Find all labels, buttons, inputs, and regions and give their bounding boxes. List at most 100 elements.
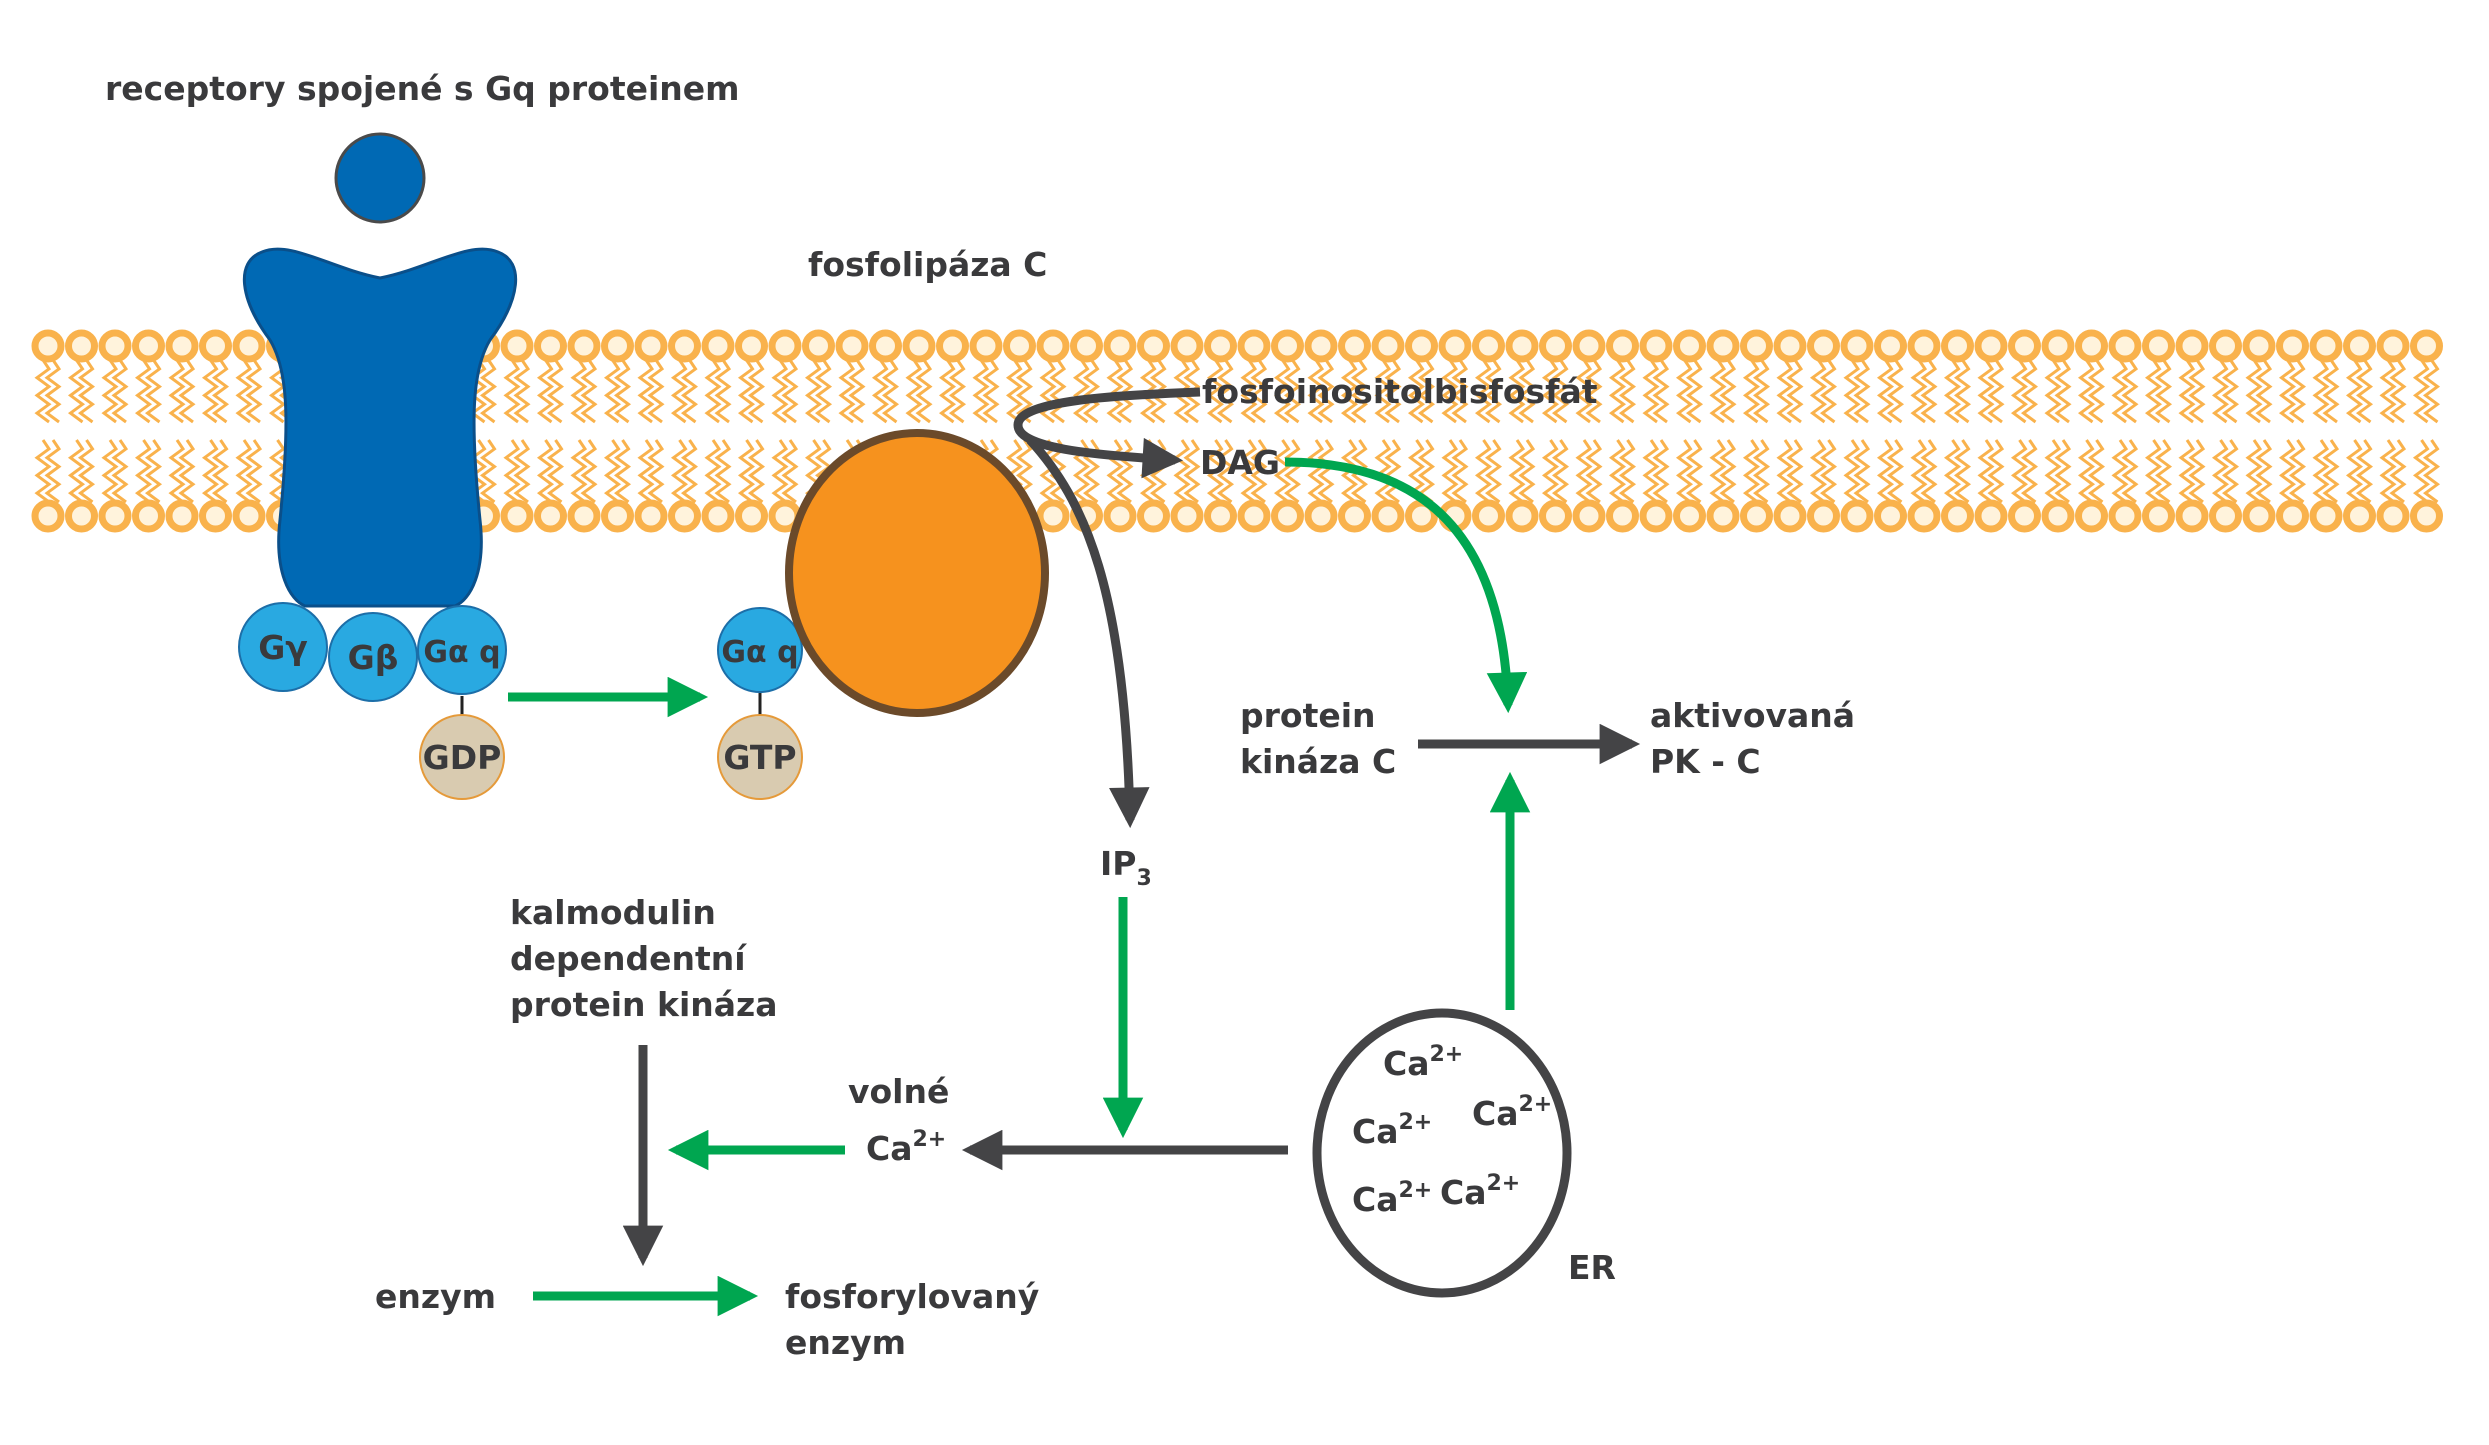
lipid-tail	[1441, 359, 1459, 424]
lipid-tail	[1652, 359, 1670, 424]
lipid-tail	[2188, 439, 2206, 504]
lipid-tail	[2288, 439, 2307, 504]
lipid-head	[1572, 499, 1606, 533]
lipid-head	[1472, 329, 1505, 363]
lipid-tail	[1943, 359, 1962, 424]
lipid-head	[1673, 329, 1706, 363]
lipid-tail	[747, 359, 766, 424]
lipid-head	[1840, 499, 1874, 533]
lipid-tail	[771, 359, 789, 424]
lipid-head	[2309, 499, 2343, 533]
lipid-tail	[2288, 359, 2307, 424]
lipid-tail	[1575, 359, 1593, 424]
lipid-tail	[235, 359, 253, 424]
er-label: ER	[1568, 1248, 1616, 1287]
lipid-head	[1438, 329, 1472, 363]
ca-ion-5: Ca2+	[1440, 1171, 1520, 1212]
lipid-tail	[714, 359, 732, 424]
lipid-head	[2242, 329, 2276, 363]
lipid-tail	[771, 439, 789, 504]
lipid-tail	[1585, 439, 1603, 504]
lipid-tail	[637, 359, 655, 424]
lipid-head	[1539, 329, 1572, 363]
camk-label-line2: dependentní	[510, 939, 747, 978]
lipid-head	[1036, 329, 1070, 363]
free-ca-charge: 2+	[913, 1127, 947, 1152]
lipid-tail	[781, 439, 799, 504]
receptor-body	[242, 247, 518, 608]
lipid-tail	[546, 439, 565, 504]
lipid-tail	[2211, 439, 2230, 504]
ca-ion-2-symbol: Ca	[1472, 1094, 1519, 1133]
lipid-tail	[2121, 439, 2139, 504]
lipid-head	[2075, 329, 2108, 363]
lipid-tail	[44, 439, 62, 504]
lipid-head	[232, 329, 266, 363]
lipid-tail	[2422, 359, 2441, 424]
lipid-tail	[570, 439, 588, 504]
g-alpha-q-active-subunit	[717, 607, 803, 693]
lipid-tail	[1273, 439, 1292, 504]
lipid-tail	[1250, 359, 1268, 424]
lipid-head	[668, 499, 701, 533]
lipid-head	[98, 499, 132, 533]
ca-ion-4-symbol: Ca	[1352, 1180, 1399, 1219]
lipid-tail	[1853, 439, 1871, 504]
lipid-tail	[101, 359, 119, 424]
lipid-tail	[2389, 439, 2407, 504]
lipid-tail	[1675, 439, 1694, 504]
arrow-pip2-curl	[1013, 387, 1201, 479]
lipid-tail	[680, 439, 699, 504]
lipid-head	[1539, 499, 1572, 533]
lipid-head	[701, 499, 735, 533]
lipid-tail	[1685, 439, 1704, 504]
g-protein-active: Gα q GTP	[717, 607, 803, 800]
lipid-tail	[2077, 359, 2096, 424]
lipid-tail	[613, 359, 632, 424]
lipid-head	[1505, 329, 1539, 363]
lipid-tail	[503, 439, 521, 504]
lipid-head	[2309, 329, 2343, 363]
lipid-tail	[1350, 359, 1369, 424]
lipid-tail	[2178, 359, 2196, 424]
lipid-head	[1472, 499, 1505, 533]
lipid-tail	[1340, 359, 1359, 424]
gtp-molecule	[717, 714, 803, 800]
lipid-tail	[34, 359, 52, 424]
lipid-head	[2376, 329, 2410, 363]
arrow-dag-to-pkc	[1284, 457, 1528, 714]
lipid-tail	[245, 439, 263, 504]
lipid-tail	[1977, 359, 1995, 424]
lipid-tail	[580, 359, 598, 424]
lipid-tail	[2144, 439, 2163, 504]
lipid-tail	[1910, 359, 1928, 424]
lipid-tail	[1608, 439, 1627, 504]
lipid-tail	[1876, 359, 1895, 424]
ca-ion-3-symbol: Ca	[1352, 1112, 1399, 1151]
lipid-head	[65, 499, 98, 533]
lipid-head	[2142, 499, 2175, 533]
phospho-enzyme-label-line2: enzym	[785, 1323, 906, 1362]
ca-ion-1: Ca2+	[1383, 1042, 1463, 1083]
lipid-head	[1706, 499, 1740, 533]
lipid-head	[1237, 499, 1271, 533]
lipid-tail	[1374, 359, 1392, 424]
lipid-head	[1170, 329, 1204, 363]
lipid-tail	[2010, 359, 2029, 424]
lipid-head	[2175, 329, 2209, 363]
lipid-tail	[580, 439, 598, 504]
lipid-tail	[1709, 439, 1727, 504]
lipid-tail	[714, 439, 732, 504]
lipid-tail	[637, 439, 655, 504]
lipid-head	[1137, 329, 1170, 363]
lipid-tail	[1240, 439, 1258, 504]
lipid-tail	[2188, 359, 2206, 424]
lipid-tail	[1953, 359, 1972, 424]
ip3-label: IP3	[1100, 844, 1152, 891]
lipid-head	[1706, 329, 1740, 363]
lipid-head	[1740, 329, 1773, 363]
lipid-tail	[1250, 439, 1268, 504]
lipid-tail	[838, 359, 856, 424]
lipid-head	[199, 499, 232, 533]
lipid-tail	[2054, 359, 2072, 424]
